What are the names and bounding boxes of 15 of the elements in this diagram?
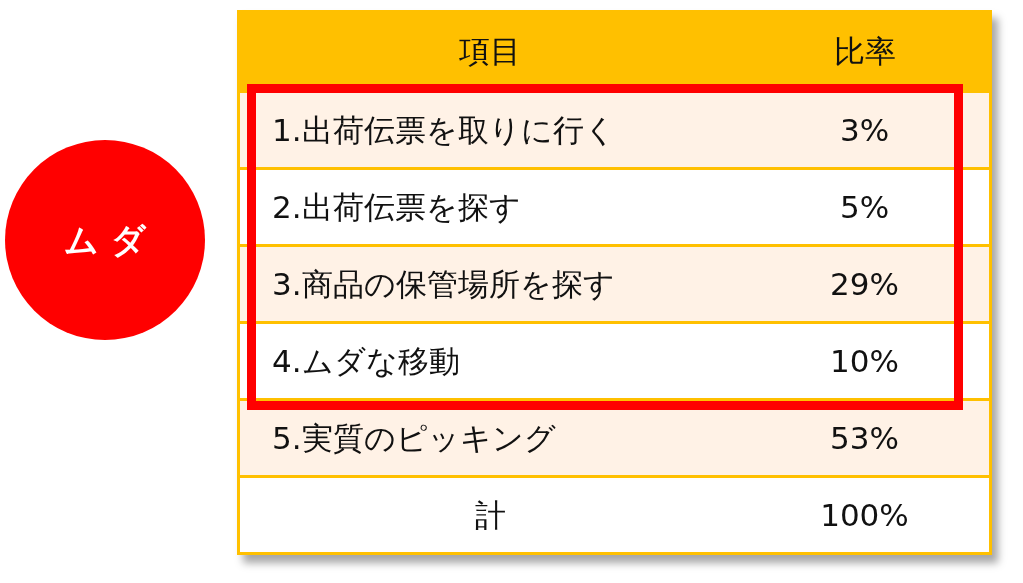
badge-text: ム ダ [64,218,146,262]
column-header: 比率 [833,32,896,72]
table-cell-text: 3.商品の保管場所を探す [272,264,615,304]
table-cell-text: 計 [474,495,506,535]
column-header: 項目 [459,32,521,72]
table-cell-text: 10% [830,341,899,381]
table-cell-text: 100% [820,495,909,535]
table-cell-text: 5.実質のピッキング [272,418,556,458]
table-cell-text: 3% [839,110,890,150]
table-cell-text: 4.ムダな移動 [272,341,460,381]
table-cell-text: 53% [830,418,899,458]
table-cell-text: 1.出荷伝票を取りに行く [272,110,616,150]
table-cell-text: 2.出荷伝票を探す [272,187,521,227]
table-cell-text: 5% [839,187,890,227]
table-cell-text: 29% [830,264,899,304]
